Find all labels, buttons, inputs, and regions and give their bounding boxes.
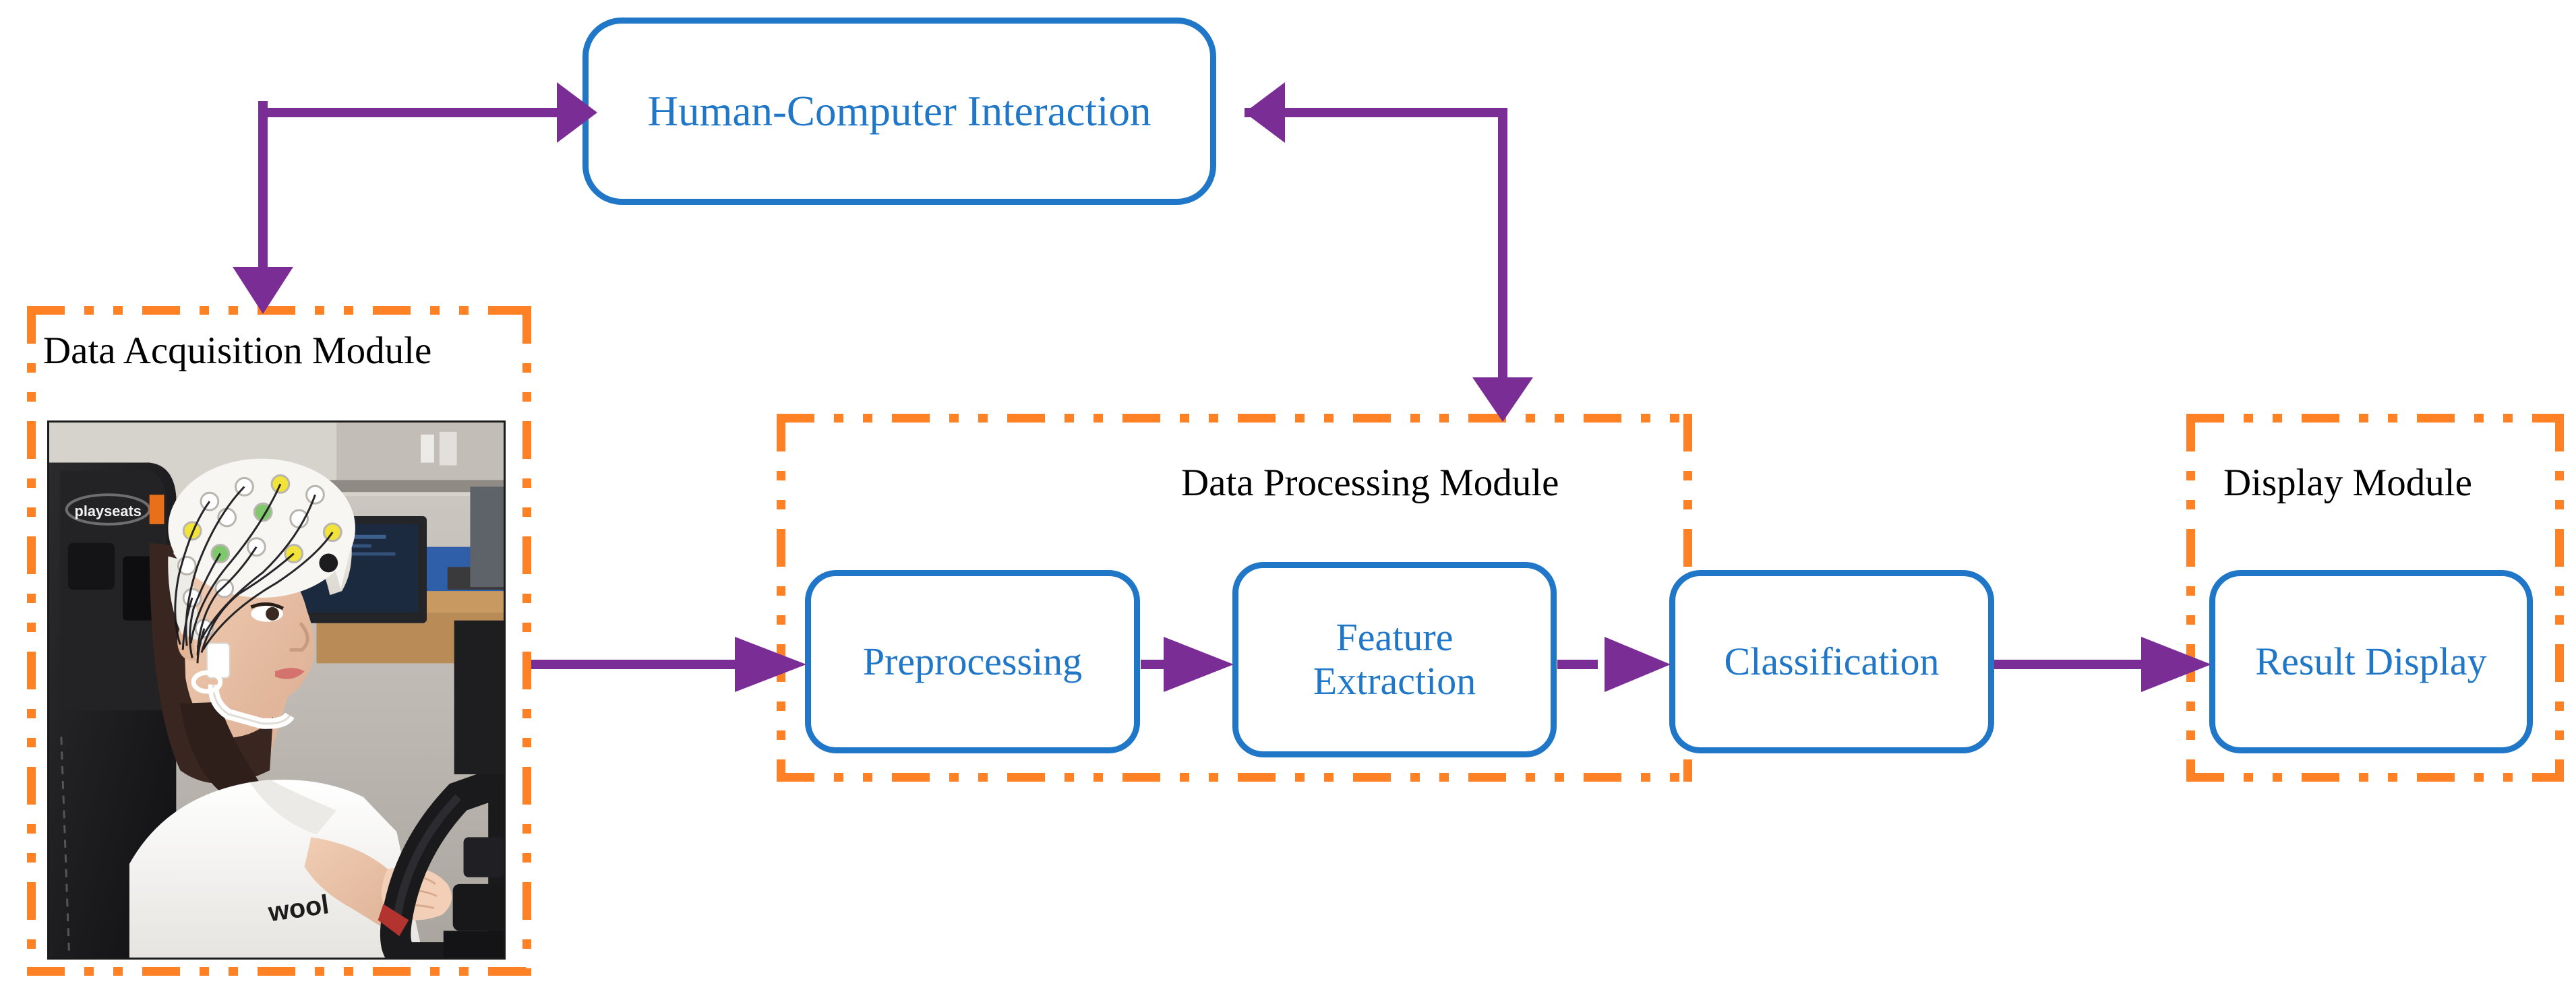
module-border-bottom — [27, 967, 531, 976]
module-border-right — [522, 306, 531, 976]
module-border-top — [2186, 414, 2564, 423]
module-border-left — [777, 414, 785, 782]
arrow-hci-to-processing — [1245, 82, 1533, 422]
human-computer-interaction-label: Human-Computer Interaction — [647, 87, 1151, 135]
module-border-top — [777, 414, 1692, 423]
classification-label: Classification — [1724, 639, 1940, 683]
module-border-right — [2555, 414, 2564, 782]
module-border-top — [27, 306, 531, 315]
data-acquisition-module-label: Data Acquisition Module — [43, 330, 432, 372]
display-module-label: Display Module — [2223, 462, 2472, 504]
arrow-acquisition-to-hci — [233, 82, 597, 314]
arrow-preprocessing-to-feature — [1141, 637, 1234, 692]
arrow-classification-to-result — [1994, 637, 2211, 692]
eeg-driving-simulator-photo: playseats — [47, 420, 506, 960]
data-processing-module-label: Data Processing Module — [1181, 462, 1559, 504]
feature-extraction-box[interactable]: Feature Extraction — [1232, 562, 1557, 757]
svg-text:playseats: playseats — [75, 503, 142, 520]
feature-extraction-label-line1: Feature — [1336, 615, 1454, 660]
data-acquisition-module-frame — [27, 306, 531, 976]
display-module-frame — [2186, 414, 2564, 782]
result-display-label: Result Display — [2255, 639, 2487, 683]
arrow-feature-to-classification — [1557, 637, 1671, 692]
module-border-bottom — [777, 773, 1692, 782]
classification-box[interactable]: Classification — [1669, 570, 1994, 753]
feature-extraction-label-line2: Extraction — [1313, 659, 1476, 703]
module-border-left — [2186, 414, 2195, 782]
module-border-left — [27, 306, 36, 976]
arrow-acquisition-to-preprocessing — [531, 637, 806, 692]
result-display-box[interactable]: Result Display — [2209, 570, 2533, 753]
module-border-bottom — [2186, 773, 2564, 782]
human-computer-interaction-box[interactable]: Human-Computer Interaction — [582, 18, 1216, 205]
preprocessing-label: Preprocessing — [862, 639, 1083, 683]
preprocessing-box[interactable]: Preprocessing — [805, 570, 1140, 753]
